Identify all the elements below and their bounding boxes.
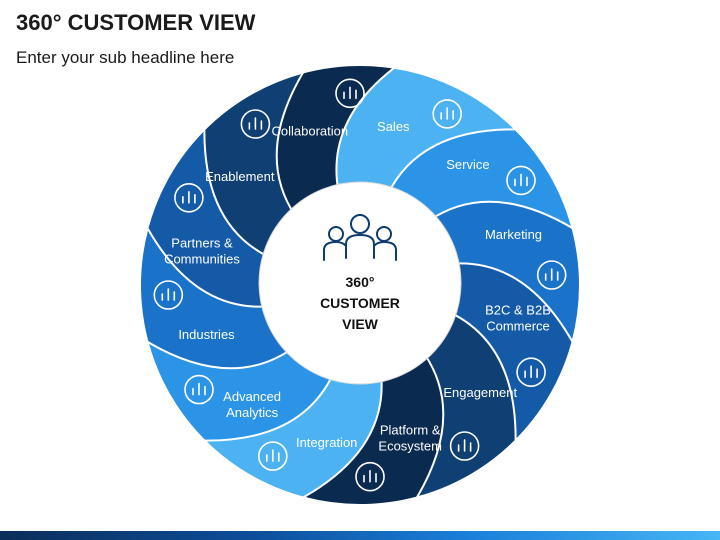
bar-chart-growth-icon — [536, 260, 567, 290]
rings-icon — [449, 431, 480, 461]
segment-label: Platform & — [380, 423, 441, 438]
center-title-line-2: CUSTOMER — [320, 295, 400, 311]
segments-layer — [139, 64, 581, 506]
globe-icon — [355, 461, 385, 492]
analytics-chart-icon — [184, 374, 214, 405]
bottom-accent-bar — [0, 531, 720, 540]
cloud-network-icon — [257, 441, 288, 471]
segment-label: Sales — [377, 119, 410, 134]
segment-label: Service — [446, 157, 489, 172]
hand-chart-icon — [432, 99, 463, 129]
segment-label: Communities — [164, 252, 240, 267]
center-title-line-3: VIEW — [342, 316, 379, 332]
center-circle — [258, 181, 462, 385]
segment-label: Engagement — [443, 385, 517, 400]
segment-label: Industries — [178, 327, 235, 342]
shopping-cart-monitor-icon — [516, 357, 546, 388]
segment-label: Advanced — [223, 389, 281, 404]
page-subtitle: Enter your sub headline here — [16, 48, 235, 67]
segment-label: Collaboration — [271, 124, 348, 139]
segment-label: Enablement — [205, 169, 275, 184]
collaboration-network-icon — [335, 78, 365, 109]
center-title-line-1: 360° — [346, 274, 375, 290]
page-title: 360° CUSTOMER VIEW — [16, 10, 256, 35]
people-group-icon — [323, 214, 397, 261]
gear-cycle-icon — [506, 165, 536, 196]
segment-label: Integration — [296, 435, 357, 450]
segment-label: Analytics — [226, 405, 279, 420]
factory-icon — [153, 280, 184, 310]
segment-label: Partners & — [171, 236, 233, 251]
segment-label: Marketing — [485, 227, 542, 242]
icons-layer — [153, 78, 567, 492]
sliders-icon — [240, 109, 271, 139]
team-meeting-icon — [174, 183, 204, 213]
segment-label: Ecosystem — [378, 439, 442, 454]
segment-label: B2C & B2B — [485, 302, 551, 317]
segment-label: Commerce — [486, 318, 550, 333]
